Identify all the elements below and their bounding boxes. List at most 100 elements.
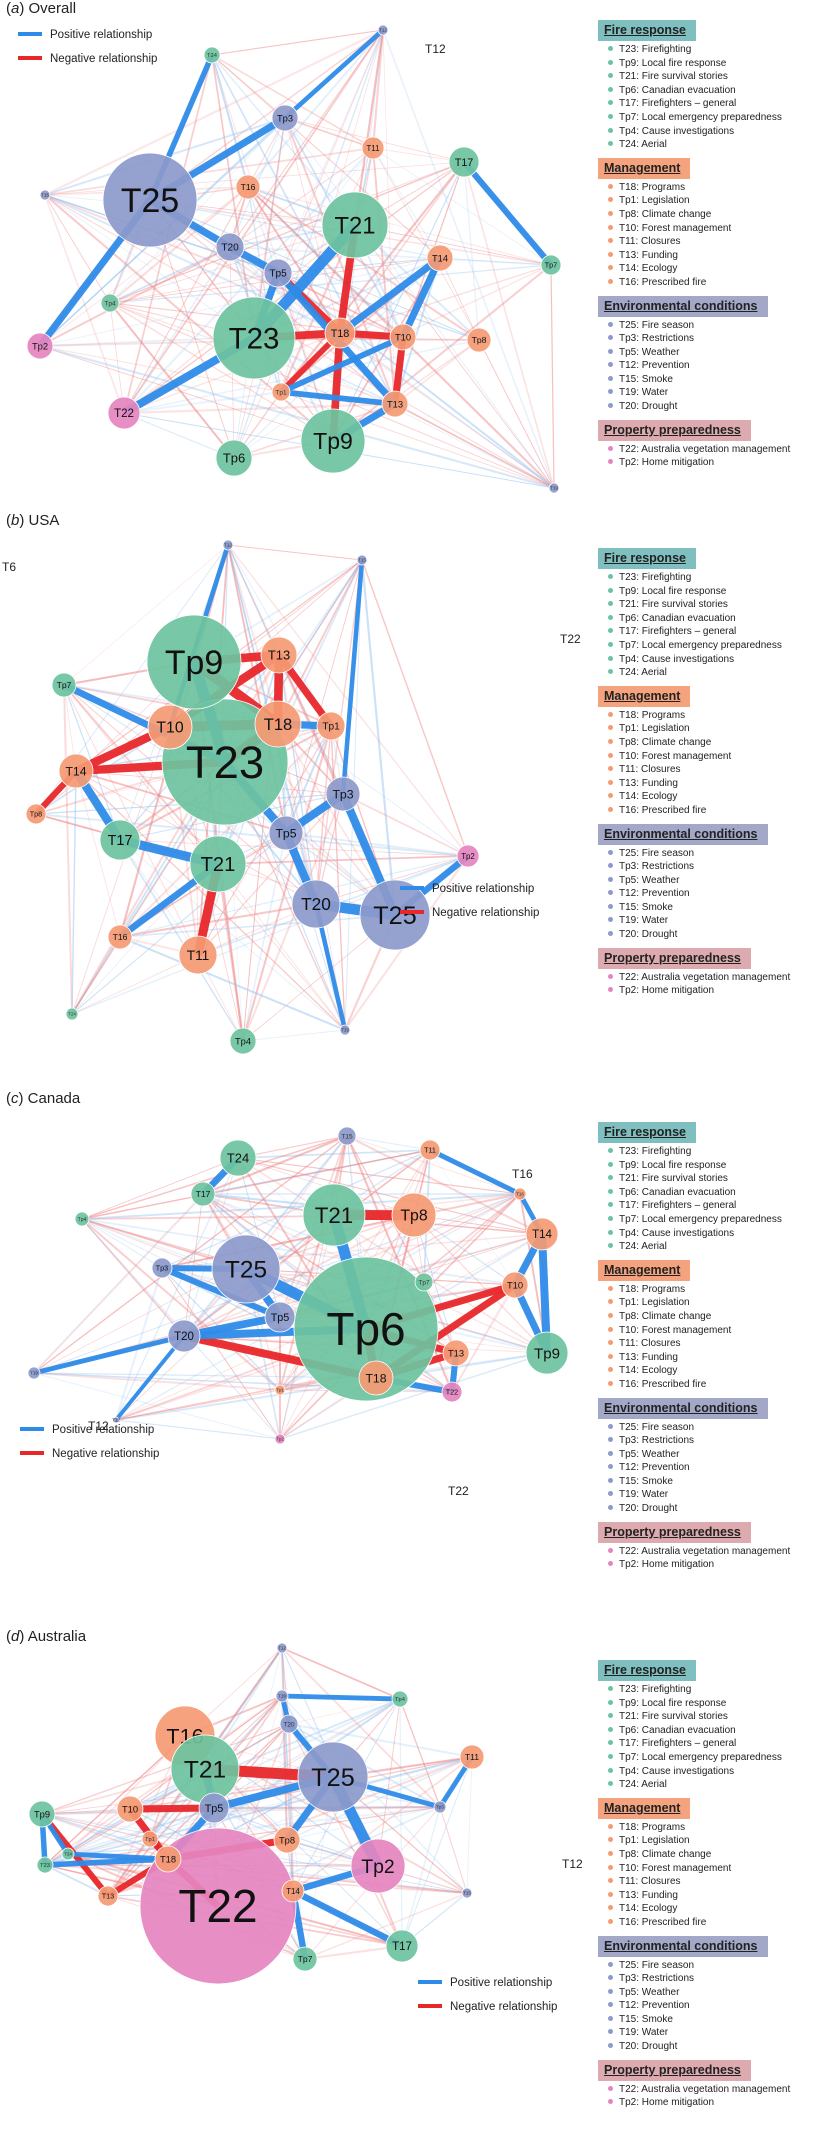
node-label: Tp8 [400, 1208, 427, 1225]
positive-edge [277, 29, 384, 274]
panel-name: Australia [27, 1628, 87, 1645]
negative-edge [279, 1135, 348, 1391]
positive-edge [281, 1693, 401, 1702]
legend-item-label: T22: Australia vegetation management [619, 971, 791, 983]
legend-item-label: T13: Funding [619, 777, 678, 789]
positive-edge [71, 832, 287, 1015]
legend-item-label: Tp9: Local fire response [619, 1697, 727, 1709]
legend-dot-icon [608, 1367, 613, 1373]
legend-dot-icon [608, 1299, 613, 1305]
legend-dot-icon [608, 197, 613, 203]
external-topic-label: T12 [88, 1419, 109, 1433]
legend-item-label: T23: Firefighting [619, 1684, 692, 1695]
positive-edge [183, 1135, 348, 1337]
negative-edge [197, 793, 344, 956]
negative-edge [211, 54, 286, 119]
node-label: Tp7 [418, 1279, 430, 1286]
positive-edge [237, 1149, 431, 1159]
legend-dot-icon [608, 1285, 613, 1291]
legend-item-label: Tp7: Local emergency preparedness [619, 111, 782, 123]
legend-item: T17: Firefighters – general [598, 97, 813, 111]
topic-node: T25 [297, 1741, 369, 1813]
legend-item-label: T20: Drought [619, 401, 678, 413]
node-circle [385, 1929, 419, 1963]
positive-edge [123, 246, 231, 414]
node-circle [107, 924, 133, 950]
legend-dot-icon [608, 1781, 613, 1787]
positive-edge [33, 1372, 281, 1440]
positive-edge [428, 1147, 522, 1197]
topic-node: Tp4 [229, 1027, 257, 1055]
legend-item-label: T15: Smoke [619, 373, 673, 385]
legend-item: Tp6: Canadian evacuation [598, 1186, 813, 1200]
legend-dot-icon [608, 321, 613, 327]
node-label: T14 [532, 1229, 552, 1241]
topic-node: Tp7 [414, 1272, 434, 1292]
negative-edge [109, 224, 356, 304]
legend-group-title: Management [598, 157, 691, 179]
negative-edge [281, 1647, 288, 1841]
positive-edge [247, 29, 384, 188]
node-circle [321, 191, 389, 259]
legend-item: Tp2: Home mitigation [598, 2096, 813, 2110]
node-circle [275, 1689, 289, 1703]
legend-item: T25: Fire season [598, 1421, 813, 1435]
node-circle [548, 482, 560, 494]
legend-item-label: T25: Fire season [619, 1421, 695, 1433]
legend-item-label: T21: Fire survival stories [619, 71, 728, 83]
legend-item: Tp8: Climate change [598, 208, 813, 222]
legend-item-label: Tp7: Local emergency preparedness [619, 639, 782, 651]
legend-dot-icon [608, 1726, 613, 1732]
node-circle [300, 408, 366, 474]
legend-group-title: Environmental conditions [598, 295, 768, 317]
legend-dot-icon [608, 183, 613, 189]
legend-dot-icon [608, 1312, 613, 1318]
legend-dot-icon [608, 1477, 613, 1483]
legend-item: Tp1: Legislation [598, 194, 813, 208]
legend-dot-icon [608, 1353, 613, 1359]
legend-item: Tp4: Cause investigations [598, 1765, 813, 1779]
negative-edge [394, 339, 480, 405]
topic-node: Tp9 [146, 614, 242, 710]
panel-title: (d) Australia [6, 1628, 87, 1645]
node-label: T18 [331, 328, 350, 340]
node-circle [100, 293, 120, 313]
legend-item-label: T21: Fire survival stories [619, 1173, 728, 1185]
node-label: Tp6 [326, 1303, 405, 1355]
node-circle [61, 1847, 75, 1861]
topic-node: T23 [36, 1856, 54, 1874]
node-label: T17 [455, 157, 474, 169]
node-label: T16 [113, 932, 128, 942]
node-label: T21 [184, 1757, 226, 1784]
negative-edge [41, 1813, 151, 1840]
legend-item-label: Tp7: Local emergency preparedness [619, 1213, 782, 1225]
negative-edge [247, 186, 552, 266]
legend-item: Tp9: Local fire response [598, 57, 813, 71]
node-circle [293, 1256, 439, 1402]
node-circle [28, 1800, 56, 1828]
negative-edge [280, 391, 555, 489]
legend-item: T20: Drought [598, 2040, 813, 2054]
topic-node: Tp7 [540, 254, 562, 276]
node-circle [350, 1838, 406, 1894]
negative-edge [161, 1214, 415, 1269]
legend-group-title: Environmental conditions [598, 823, 768, 845]
positive-edge [285, 725, 332, 834]
legend-dot-icon [608, 100, 613, 106]
topic-node: T21 [170, 1734, 240, 1804]
positive-edge [109, 117, 286, 304]
negative-edge [44, 194, 111, 304]
node-label: Tp8 [279, 1835, 295, 1845]
node-circle [513, 1187, 527, 1201]
node-circle [167, 1319, 201, 1353]
legend-item: Tp6: Canadian evacuation [598, 84, 813, 98]
node-label: T19 [278, 1694, 286, 1699]
legend-item: T12: Prevention [598, 359, 813, 373]
legend-item: Tp4: Cause investigations [598, 653, 813, 667]
legend-dot-icon [608, 362, 613, 368]
node-label: Tp4 [78, 1217, 87, 1223]
legend-dot-icon [608, 1161, 613, 1167]
node-label: Tp3 [332, 787, 353, 801]
topic-node: T19 [27, 1366, 41, 1380]
